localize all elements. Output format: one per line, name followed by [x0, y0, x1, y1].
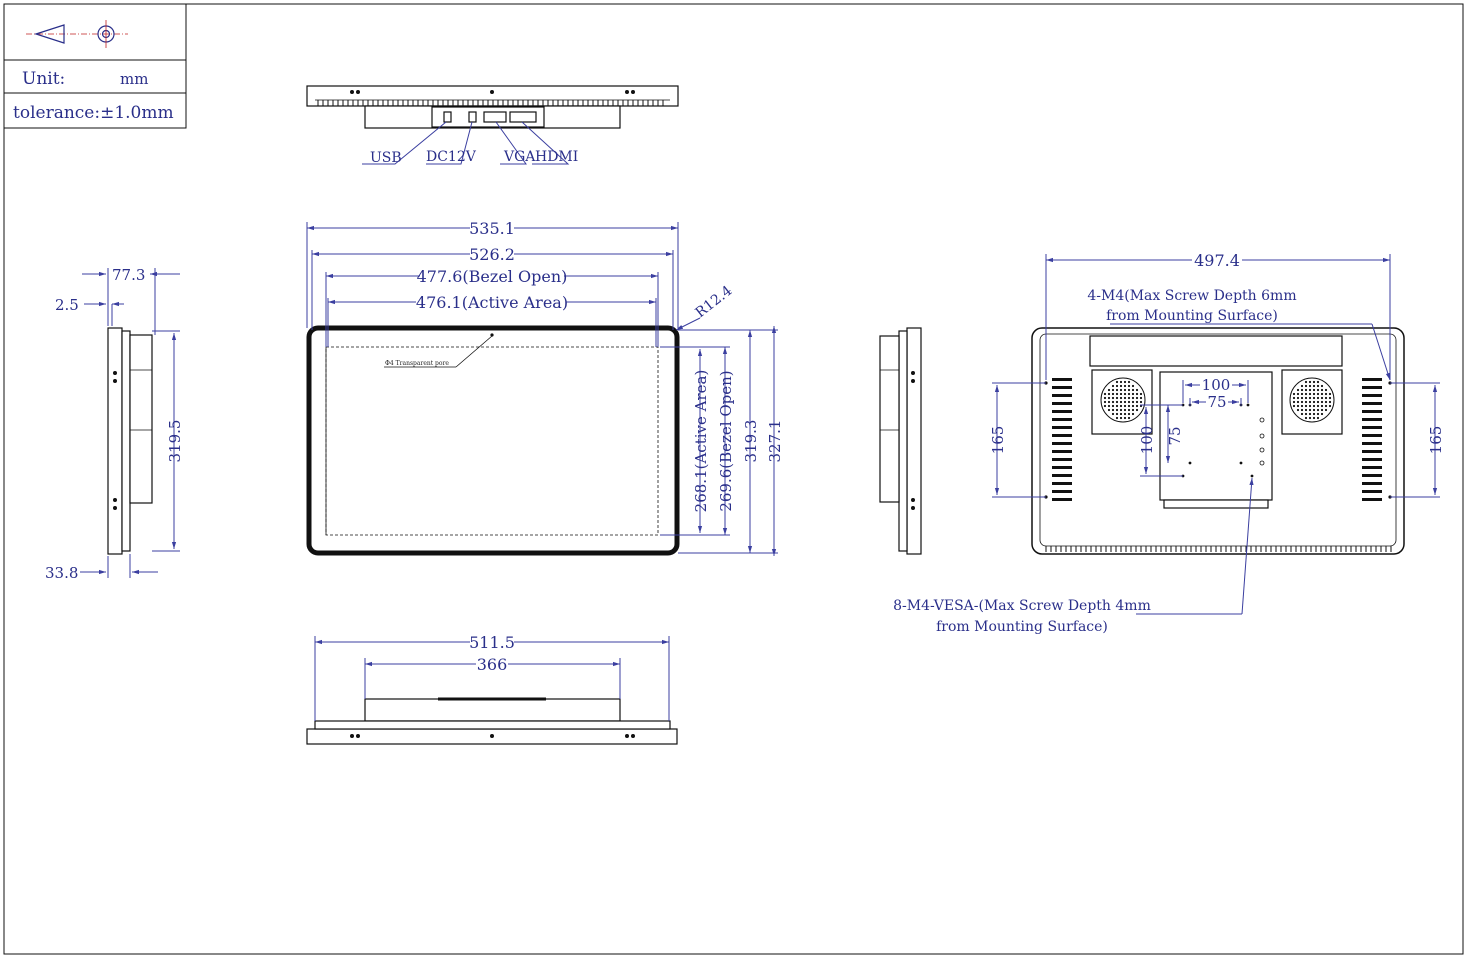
hdmi-label: HDMI	[535, 149, 578, 165]
first-angle-projection-icon	[26, 20, 128, 48]
front-view	[306, 325, 680, 556]
vesa-75-vertical: 75	[1166, 426, 1184, 445]
fan-left-icon	[1091, 369, 1153, 435]
side-bottom-depth: 33.8	[45, 564, 78, 582]
m4-note-line1: 4-M4(Max Screw Depth 6mm	[1087, 288, 1296, 304]
title-block: Unit: mm tolerance:±1.0mm	[3, 3, 187, 129]
bezel-open-width: 477.6(Bezel Open)	[417, 267, 568, 286]
tolerance-label: tolerance:±1.0mm	[13, 103, 174, 123]
bottom-view	[306, 636, 678, 745]
top-view	[306, 85, 679, 165]
front-frame-height: 319.3	[742, 420, 760, 463]
front-frame-width: 526.2	[469, 245, 515, 264]
side-flange: 2.5	[55, 296, 79, 314]
active-area-width: 476.1(Active Area)	[416, 293, 568, 312]
fan-right-icon	[1281, 369, 1343, 435]
vesa-note-line1: 8-M4-VESA-(Max Screw Depth 4mm	[893, 598, 1151, 614]
dc12v-label: DC12V	[426, 149, 477, 165]
rear-view	[1031, 327, 1405, 555]
unit-label: Unit:	[22, 69, 65, 89]
bottom-housing-width: 366	[477, 655, 508, 674]
vesa-100-vertical: 100	[1138, 426, 1156, 455]
bottom-overall-width: 511.5	[469, 633, 515, 652]
front-overall-width: 535.1	[469, 219, 515, 238]
vga-label: VGA	[503, 149, 536, 165]
rear-height-right: 165	[1427, 426, 1445, 455]
side-depth: 77.3	[112, 266, 145, 284]
side-height: 319.5	[166, 420, 184, 463]
left-side-view	[80, 268, 180, 578]
corner-radius-label: R12.4	[693, 283, 736, 321]
bezel-open-height: 269.6(Bezel Open)	[717, 370, 735, 511]
usb-label: USB	[370, 150, 402, 166]
front-overall-height: 327.1	[766, 420, 784, 463]
transparent-pore-note: Φ4 Transparent pore	[385, 360, 449, 367]
vesa-100-horizontal: 100	[1202, 376, 1231, 394]
rear-dimension-lines	[992, 254, 1440, 615]
rear-height-left: 165	[989, 426, 1007, 455]
vesa-75-horizontal: 75	[1207, 393, 1226, 411]
unit-value: mm	[120, 70, 148, 88]
sheet-border	[3, 3, 1464, 955]
rear-mount-width: 497.4	[1194, 251, 1240, 270]
vesa-note-line2: from Mounting Surface)	[936, 619, 1108, 635]
right-side-view	[879, 327, 922, 555]
front-dimension-lines	[306, 222, 778, 556]
m4-note-line2: from Mounting Surface)	[1106, 308, 1278, 324]
active-area-height: 268.1(Active Area)	[692, 370, 710, 513]
